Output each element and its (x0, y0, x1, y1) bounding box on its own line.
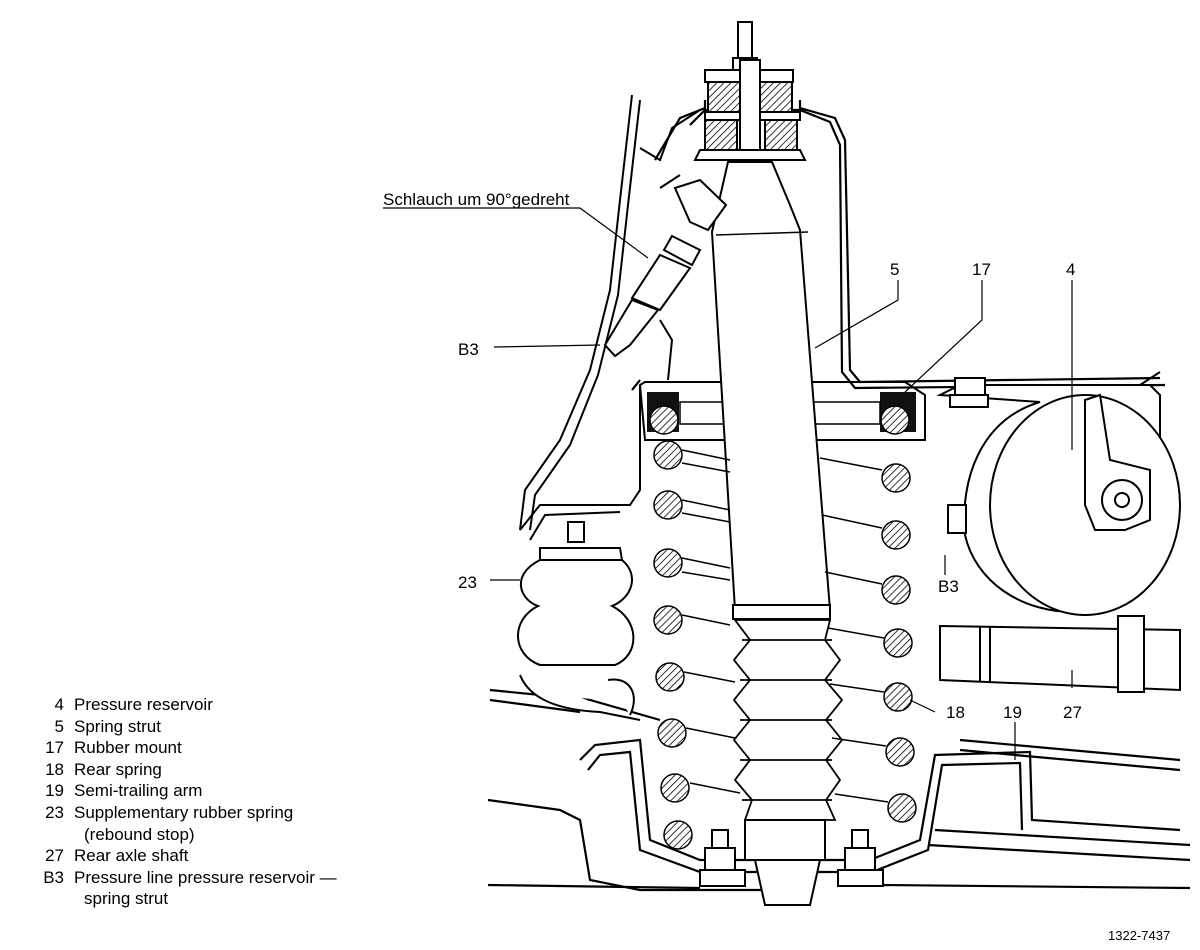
legend-label: Pressure reservoir (74, 695, 213, 714)
leader-lines (383, 207, 1073, 760)
legend-number: 4 (54, 695, 64, 714)
legend-item: 23 Supplementary rubber spring (22, 802, 337, 824)
callout-4: 4 (1066, 260, 1075, 279)
legend-label-continuation: spring strut (84, 889, 169, 909)
strut-lower-mount (699, 819, 884, 906)
legend-label: Semi-trailing arm (74, 781, 203, 801)
legend-label: Supplementary rubber spring (74, 802, 294, 822)
legend-number: 18 (45, 759, 64, 779)
legend-label: Rear axle shaft (74, 846, 189, 866)
body-panel-left (519, 94, 701, 541)
legend-label: Spring strut (74, 716, 161, 736)
callout-27: 27 (1063, 703, 1082, 722)
legend-label: Rear spring (74, 759, 162, 779)
rear-axle-shaft (939, 615, 1181, 693)
strut-bellows (732, 619, 844, 821)
legend-item: 18 Rear spring (22, 759, 337, 781)
strut-top-mount (693, 21, 807, 161)
legend-number: 17 (45, 738, 64, 758)
hose-annotation: Schlauch um 90°gedreht (383, 190, 570, 209)
legend-number: 5 (54, 716, 64, 736)
figure-code: 1322-7437 (1108, 928, 1171, 943)
legend-label: Rubber mount (74, 738, 182, 758)
legend-item: 4 Pressure reservoir (22, 694, 337, 716)
legend-label: Pressure line pressure reservoir — (74, 867, 337, 887)
legend-number: B3 (43, 867, 64, 887)
rear-spring-coils (653, 440, 917, 850)
callout-17: 17 (972, 260, 991, 279)
callout-23: 23 (458, 573, 477, 592)
legend-item: 27 Rear axle shaft (22, 845, 337, 867)
callout-18: 18 (946, 703, 965, 722)
legend-label-continuation: (rebound stop) (84, 824, 195, 844)
legend-item: 17 Rubber mount (22, 737, 337, 759)
parts-legend: 4 Pressure reservoir 5 Spring strut 17 R… (22, 694, 337, 910)
spring-strut-body (710, 161, 832, 620)
supplementary-rubber-spring (517, 521, 641, 721)
callout-b3-right: B3 (938, 577, 959, 596)
callout-b3-left: B3 (458, 340, 479, 359)
legend-item: B3 Pressure line pressure reservoir — (22, 867, 337, 889)
pressure-reservoir (936, 371, 1181, 616)
legend-item: 5 Spring strut (22, 716, 337, 738)
semi-trailing-arm (487, 688, 1191, 892)
pressure-hose-b3 (603, 178, 728, 358)
callout-5: 5 (890, 260, 899, 279)
legend-number: 27 (45, 846, 64, 866)
callout-19: 19 (1003, 703, 1022, 722)
legend-item: 19 Semi-trailing arm (22, 780, 337, 802)
legend-number: 23 (45, 802, 64, 822)
legend-number: 19 (45, 781, 64, 801)
